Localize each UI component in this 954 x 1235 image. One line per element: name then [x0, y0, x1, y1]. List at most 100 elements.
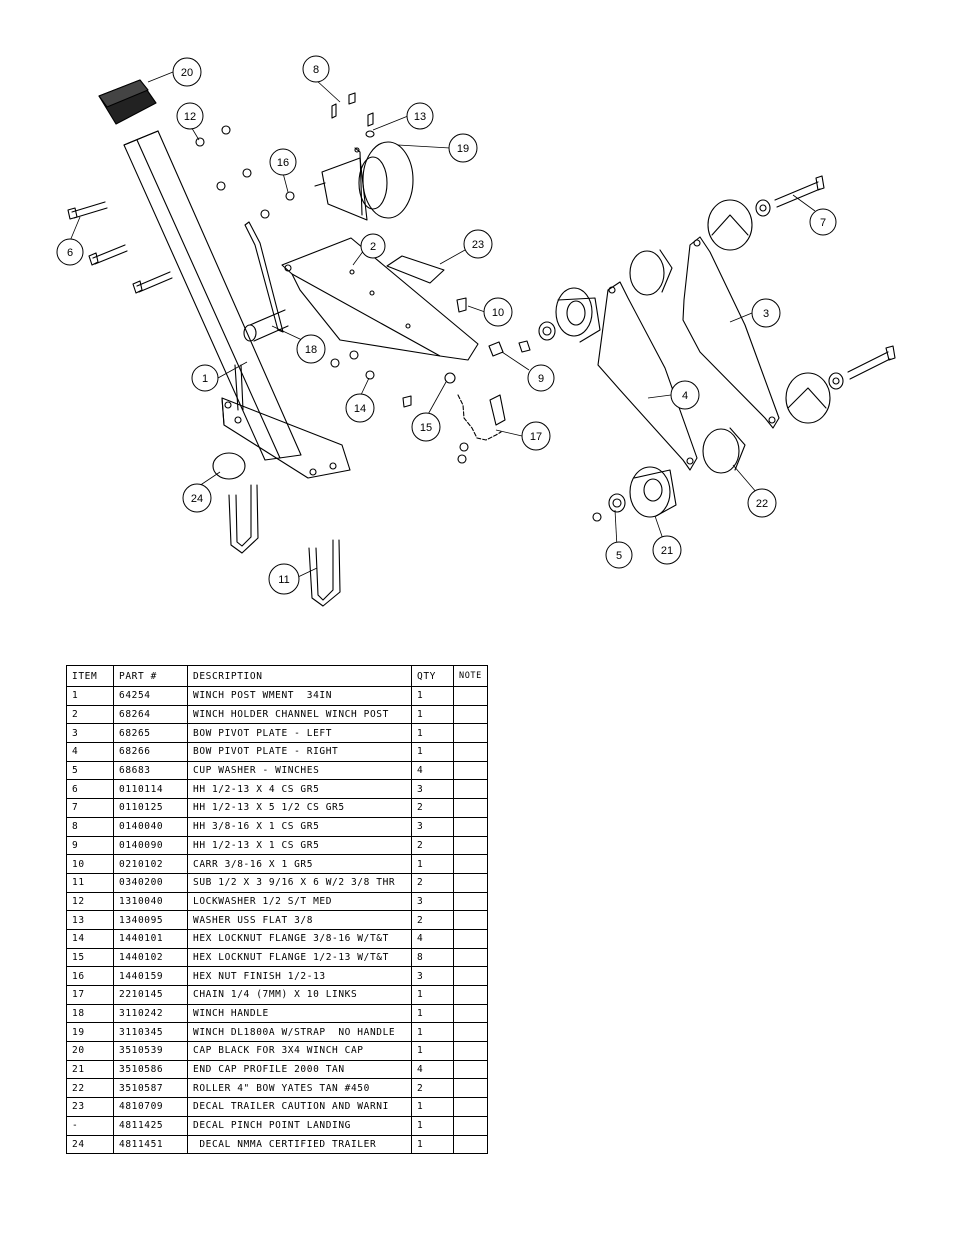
- cell-note: [453, 872, 488, 893]
- cell-description: WINCH HOLDER CHANNEL WINCH POST: [187, 704, 412, 725]
- callout-18: 18: [296, 334, 326, 364]
- header-qty: QTY: [411, 665, 454, 687]
- cell-description: HEX LOCKNUT FLANGE 1/2-13 W/T&T: [187, 947, 412, 968]
- cell-part-number: 2210145: [113, 985, 188, 1005]
- cell-part-number: 3110345: [113, 1022, 188, 1043]
- cell-qty: 1: [411, 704, 454, 725]
- callout-5: 5: [605, 541, 633, 569]
- winch-holder-channel-part: [281, 237, 479, 361]
- cell-part-number: 1440101: [113, 928, 188, 949]
- cell-description: LOCKWASHER 1/2 S/T MED: [187, 891, 412, 912]
- svg-text:5: 5: [616, 550, 622, 562]
- cell-qty: 2: [411, 798, 454, 818]
- cell-qty: 1: [411, 1041, 454, 1061]
- bolts-9-10-part: [456, 297, 531, 357]
- cell-item: 14: [66, 928, 114, 949]
- bow-pivot-plate-right-part: [597, 281, 698, 471]
- cell-note: [453, 985, 488, 1005]
- svg-text:11: 11: [278, 574, 289, 586]
- cell-note: [453, 1134, 488, 1155]
- cell-description: DECAL NMMA CERTIFIED TRAILER: [187, 1134, 412, 1155]
- cell-description: END CAP PROFILE 2000 TAN: [187, 1059, 412, 1080]
- cell-qty: 1: [411, 985, 454, 1005]
- cell-note: [453, 1022, 488, 1043]
- cell-note: [453, 1097, 488, 1117]
- cell-item: 10: [66, 854, 114, 874]
- cell-qty: 2: [411, 872, 454, 893]
- cell-description: DECAL TRAILER CAUTION AND WARNI: [187, 1097, 412, 1117]
- callout-19: 19: [448, 133, 478, 163]
- rollers-part: [629, 199, 831, 474]
- cell-note: [453, 742, 488, 762]
- header-description: DESCRIPTION: [187, 665, 412, 687]
- callout-2: 2: [360, 233, 386, 259]
- washers-12-16-part: [195, 125, 295, 219]
- cell-note: [453, 816, 488, 837]
- callout-16: 16: [269, 148, 297, 176]
- cell-item: 24: [66, 1134, 114, 1155]
- callout-6: 6: [56, 238, 84, 266]
- cell-qty: 2: [411, 910, 454, 930]
- svg-text:23: 23: [472, 239, 484, 251]
- svg-text:22: 22: [756, 498, 768, 510]
- chain-part: [457, 394, 506, 441]
- cell-note: [453, 723, 488, 744]
- cell-qty: 1: [411, 1134, 454, 1155]
- cell-note: [453, 891, 488, 912]
- hex-bolts-6-part: [67, 201, 173, 294]
- cell-part-number: 3510587: [113, 1078, 188, 1099]
- cell-note: [453, 1041, 488, 1061]
- cell-qty: 1: [411, 686, 454, 706]
- cell-qty: 3: [411, 891, 454, 912]
- svg-text:10: 10: [492, 307, 504, 319]
- cell-part-number: 0340200: [113, 872, 188, 893]
- cell-item: 18: [66, 1003, 114, 1024]
- cell-part-number: 0210102: [113, 854, 188, 874]
- cell-note: [453, 1003, 488, 1024]
- svg-text:19: 19: [457, 143, 469, 155]
- cell-part-number: 4811451: [113, 1134, 188, 1155]
- cell-item: 6: [66, 779, 114, 800]
- svg-text:1: 1: [202, 373, 208, 385]
- cell-description: HEX LOCKNUT FLANGE 3/8-16 W/T&T: [187, 928, 412, 949]
- cell-item: 5: [66, 760, 114, 781]
- cell-qty: 2: [411, 1078, 454, 1099]
- cell-qty: 1: [411, 742, 454, 762]
- cell-note: [453, 1078, 488, 1099]
- cell-qty: 3: [411, 966, 454, 986]
- winch-cap-part: [98, 79, 157, 125]
- cell-part-number: 68266: [113, 742, 188, 762]
- cell-note: [453, 1059, 488, 1080]
- callout-8: 8: [302, 55, 330, 83]
- cell-qty: 1: [411, 854, 454, 874]
- cell-note: [453, 966, 488, 986]
- cell-note: [453, 835, 488, 856]
- cell-note: [453, 686, 488, 706]
- winch-part: [314, 141, 414, 221]
- svg-text:14: 14: [354, 403, 366, 415]
- svg-text:9: 9: [538, 373, 544, 385]
- cell-description: WINCH DL1800A W/STRAP NO HANDLE: [187, 1022, 412, 1043]
- cell-part-number: 1310040: [113, 891, 188, 912]
- cell-part-number: 0140090: [113, 835, 188, 856]
- callout-22: 22: [747, 488, 777, 518]
- svg-text:3: 3: [763, 308, 769, 320]
- cell-item: 4: [66, 742, 114, 762]
- exploded-parts-diagram: 20 8 12 13 19 16 6 2 23 7 10 3 18 9 1 4 …: [56, 55, 896, 607]
- cell-description: CAP BLACK FOR 3X4 WINCH CAP: [187, 1041, 412, 1061]
- cell-item: 22: [66, 1078, 114, 1099]
- svg-text:6: 6: [67, 247, 73, 259]
- decal-24-part: [212, 452, 246, 480]
- cell-item: 1: [66, 686, 114, 706]
